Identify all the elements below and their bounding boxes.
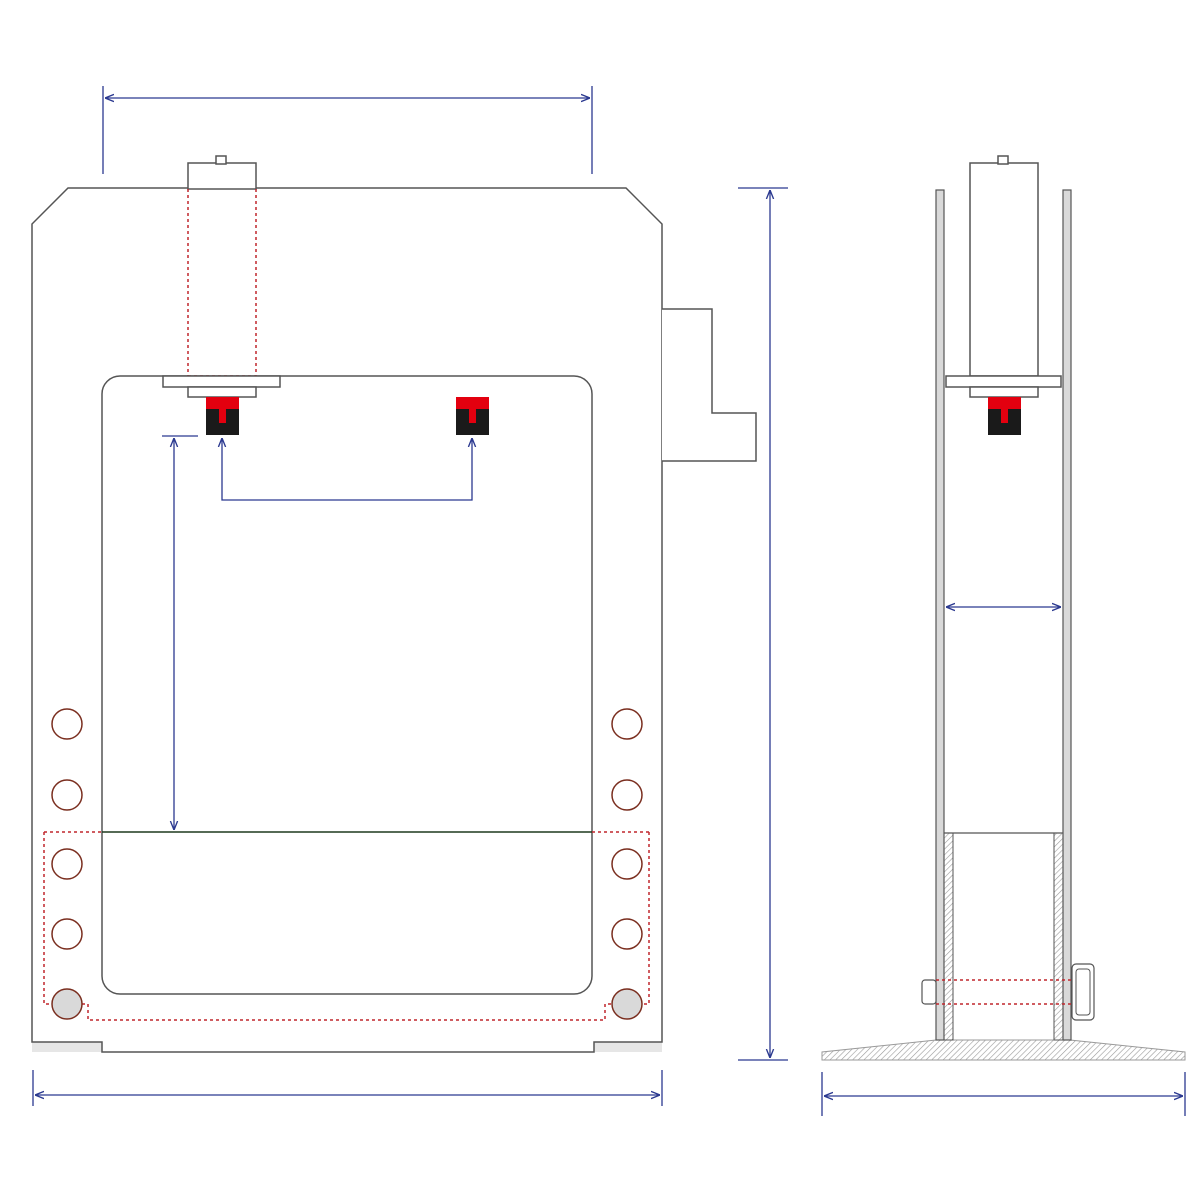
- side-ram-plate: [945, 375, 1062, 388]
- floor-strip-right: [594, 1040, 662, 1052]
- dim-overall-height: [738, 187, 788, 1061]
- ram-tool-left: [206, 397, 239, 435]
- side-cylinder-cap: [997, 155, 1009, 165]
- pin-hole-occupied: [51, 988, 83, 1020]
- side-ram-tool: [988, 397, 1021, 435]
- pin-hole: [51, 918, 83, 950]
- side-view: [821, 155, 1186, 1061]
- side-pin-clip-inner: [1075, 968, 1091, 1016]
- side-ram-plate-lower: [969, 386, 1039, 398]
- ram-tool-right: [456, 397, 489, 435]
- dim-bottom-width: [32, 1070, 663, 1106]
- side-pin-head-left: [921, 979, 937, 1005]
- floor-strip-left: [32, 1040, 102, 1052]
- side-bed-hatch-left: [943, 832, 954, 1041]
- cylinder-cap: [215, 155, 227, 165]
- dimension-lines: [32, 86, 1186, 1116]
- frame-window: [101, 375, 593, 995]
- side-cylinder: [969, 162, 1039, 377]
- pin-hole: [611, 918, 643, 950]
- pin-hole: [611, 848, 643, 880]
- pin-holes-right: [611, 708, 643, 1020]
- pin-hole: [51, 848, 83, 880]
- pin-hole: [51, 779, 83, 811]
- pin-hole: [611, 779, 643, 811]
- dim-base-width: [821, 1072, 1186, 1116]
- cylinder-body: [187, 162, 257, 190]
- side-bed-hatch-right: [1053, 832, 1064, 1041]
- pin-holes-left: [51, 708, 83, 1020]
- side-base: [821, 1039, 1186, 1061]
- front-view: [31, 155, 757, 1053]
- side-plate-right: [1062, 189, 1072, 1041]
- dim-daylight-height: [162, 435, 198, 830]
- ram-plate-lower: [187, 386, 257, 398]
- pin-hole: [51, 708, 83, 740]
- dim-tool-spacing: [222, 438, 472, 501]
- pump-bracket: [662, 308, 757, 462]
- side-plate-left: [935, 189, 945, 1041]
- ram-plate: [162, 375, 281, 388]
- pin-hole-occupied: [611, 988, 643, 1020]
- pin-hole: [611, 708, 643, 740]
- dim-top-width: [102, 86, 593, 174]
